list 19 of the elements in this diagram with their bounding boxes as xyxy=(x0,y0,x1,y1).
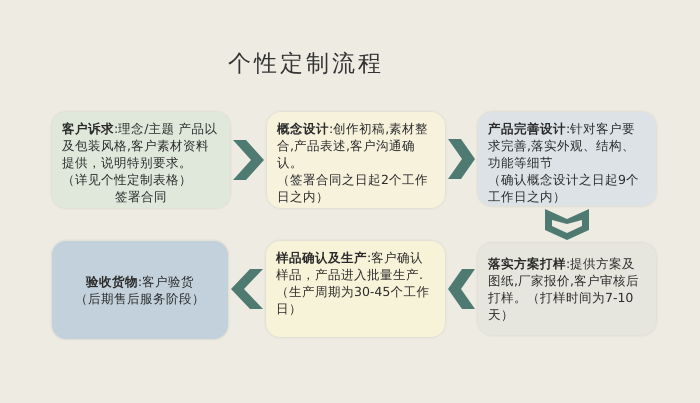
step-text: 概念设计:创作初稿,素材整合,产品表述,客户沟通确认。 xyxy=(277,120,430,171)
step-text: 客户诉求:理念/主题 产品以及包装风格,客户素材资料提供，说明特别要求。 xyxy=(62,120,218,171)
step-text: 样品确认及生产:客户确认样品，产品进入批量生产. xyxy=(276,249,424,283)
step-text: （确认概念设计之日起9个工作日之内） xyxy=(488,171,640,205)
step-text: 签署合同 xyxy=(114,188,168,205)
chevron-arrow xyxy=(233,140,264,180)
chevron-arrow xyxy=(448,269,475,309)
step-text: （签署合同之日起2个工作日之内） xyxy=(277,171,429,205)
chevron-arrow xyxy=(231,269,263,309)
process-box xyxy=(52,241,228,339)
step-text: 产品完善设计:针对客户要求完善,落实外观、结构、功能等细节 xyxy=(488,120,636,171)
chevron-arrow xyxy=(545,209,589,240)
step-text: 落实方案打样:提供方案及图纸,厂家报价,客户审核后打样。（打样时间为7-10天） xyxy=(488,255,640,323)
step-text: 验收货物:客户验货 xyxy=(84,273,196,290)
title: 个性定制流程 xyxy=(228,50,384,79)
step-text: （详见个性定制表格） xyxy=(62,171,193,188)
chevron-arrow xyxy=(448,139,475,179)
step-text: （生产周期为30-45个工作日） xyxy=(276,283,430,317)
step-text: （后期售后服务阶段） xyxy=(74,290,206,307)
